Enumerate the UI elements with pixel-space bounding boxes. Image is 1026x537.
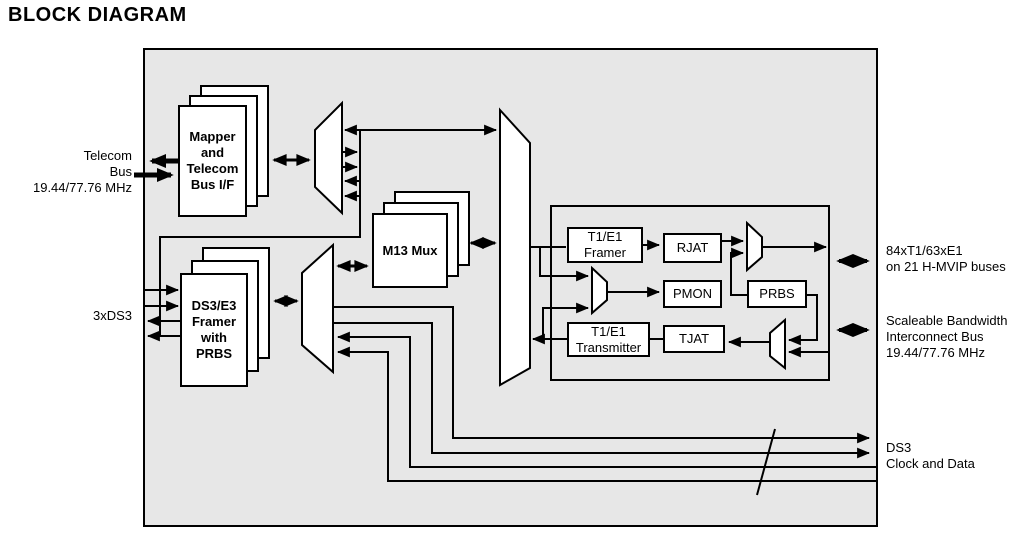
prbs-mux6-line bbox=[787, 294, 818, 346]
tjat-block: TJAT bbox=[663, 325, 725, 353]
bus-drop-line bbox=[159, 131, 361, 335]
rjat-output-mux-trapezoid bbox=[746, 220, 763, 273]
ds3-clock-in-1 bbox=[336, 331, 877, 468]
pmon-block: PMON bbox=[663, 280, 722, 308]
mapper-block: Mapper and Telecom Bus I/F bbox=[178, 105, 247, 217]
pmon-mux-trapezoid bbox=[591, 265, 608, 316]
t1e1-transmitter-block: T1/E1 Transmitter bbox=[567, 322, 650, 357]
ds3-mux-trapezoid bbox=[301, 242, 334, 375]
prbs-block: PRBS bbox=[747, 280, 807, 308]
ds3-clock-out-2 bbox=[333, 322, 871, 459]
telecom-bus-label: Telecom Bus 19.44/77.76 MHz bbox=[32, 148, 132, 195]
ds3-clock-out-1 bbox=[333, 306, 871, 444]
sbi-bus-label: Scaleable Bandwidth Interconnect Bus 19.… bbox=[886, 313, 1008, 360]
rjat-block: RJAT bbox=[663, 233, 722, 263]
signal-lines bbox=[145, 124, 877, 496]
t1e1-section-box bbox=[550, 205, 830, 381]
core-mux-trapezoid bbox=[499, 107, 531, 387]
hmvip-bus-label: 84xT1/63xE1 on 21 H-MVIP buses bbox=[886, 243, 1006, 274]
ds3-clock-in-2 bbox=[336, 346, 877, 482]
ds3-framer-block: DS3/E3 Framer with PRBS bbox=[180, 273, 248, 387]
m13-mux-block: M13 Mux bbox=[372, 213, 448, 288]
ds3-ports-label: 3xDS3 bbox=[92, 308, 132, 323]
framer-pmon-tap bbox=[539, 247, 590, 282]
bus-width-slash bbox=[756, 428, 776, 496]
t1e1-framer-block: T1/E1 Framer bbox=[567, 227, 643, 263]
mapper-mux-trapezoid bbox=[314, 100, 343, 216]
prbs-mux5-line bbox=[730, 247, 747, 296]
mux-shapes bbox=[301, 100, 786, 387]
page-title: BLOCK DIAGRAM bbox=[8, 4, 187, 26]
external-port-arrows bbox=[134, 154, 870, 337]
ds3-clock-data-label: DS3 Clock and Data bbox=[886, 440, 975, 471]
block-double-arrows bbox=[272, 154, 497, 307]
tjat-input-mux-trapezoid bbox=[769, 317, 786, 371]
transmitter-pmon-tap bbox=[542, 302, 590, 338]
